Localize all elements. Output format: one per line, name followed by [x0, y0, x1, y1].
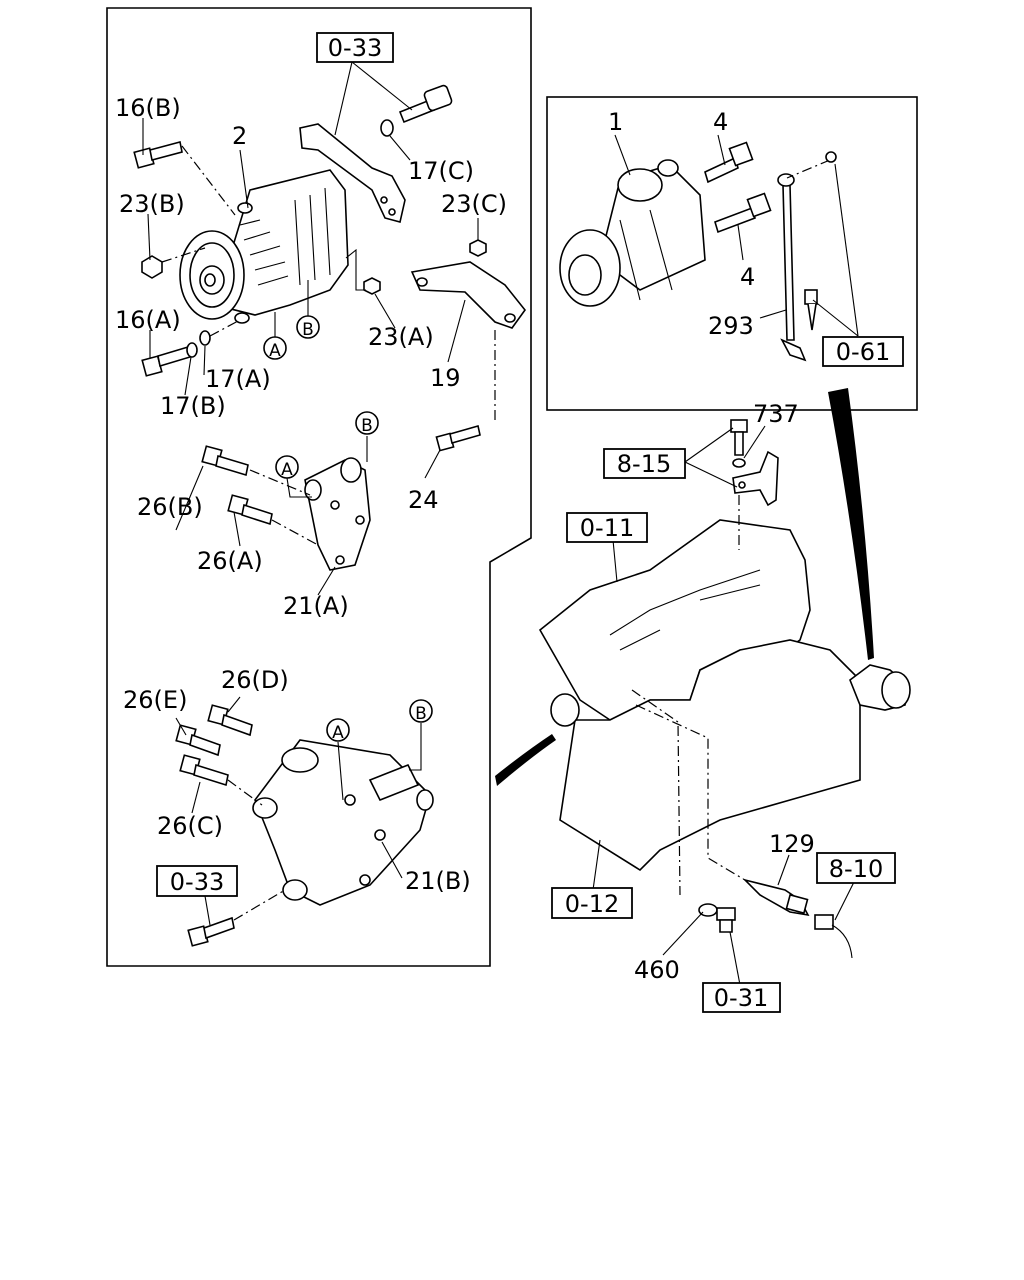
callout-19: 19 — [430, 364, 461, 392]
callout-26e: 26(E) — [123, 686, 187, 714]
callout-26c: 26(C) — [157, 812, 223, 840]
marker-a-1: A — [263, 336, 287, 361]
marker-a-2: A — [275, 455, 299, 480]
svg-text:B: B — [415, 704, 427, 724]
bolt-26d — [207, 704, 253, 737]
svg-text:8-15: 8-15 — [617, 450, 671, 478]
callout-17b: 17(B) — [160, 392, 226, 420]
bracket-21b — [252, 739, 434, 906]
bracket-21a — [304, 457, 371, 571]
svg-text:A: A — [269, 341, 281, 361]
washer-17c — [380, 119, 394, 137]
callout-1: 1 — [608, 108, 623, 136]
thick-curve-right — [828, 388, 874, 660]
left-panel-frame — [106, 7, 532, 967]
callout-17a: 17(A) — [205, 365, 271, 393]
bolt-26a — [227, 494, 273, 526]
marker-b-1: B — [296, 315, 320, 340]
bolt-top — [398, 84, 453, 124]
leader-lines — [142, 61, 859, 986]
svg-text:0-61: 0-61 — [836, 338, 890, 366]
svg-text:8-10: 8-10 — [829, 855, 883, 883]
ref-box-061[interactable]: 0-61 — [822, 336, 904, 367]
callout-4-top: 4 — [713, 108, 728, 136]
starter-bolt-top — [704, 141, 754, 184]
callout-26d: 26(D) — [221, 666, 289, 694]
adjusting-bracket — [299, 123, 406, 223]
ref-box-810[interactable]: 8-10 — [816, 852, 896, 884]
svg-text:0-31: 0-31 — [714, 984, 768, 1012]
nut-23a — [363, 277, 381, 295]
bolt-16b — [133, 141, 183, 169]
bolt-26c — [179, 754, 229, 787]
starter-bolt-bottom — [714, 192, 772, 234]
washer-17b — [186, 342, 198, 358]
callout-21a: 21(A) — [283, 592, 349, 620]
ref-box-011[interactable]: 0-11 — [566, 512, 648, 543]
callout-16b: 16(B) — [115, 94, 181, 122]
callout-460: 460 — [634, 956, 680, 984]
ground-cable-293 — [777, 173, 807, 362]
ref-box-033-bottom[interactable]: 0-33 — [156, 865, 238, 897]
callout-2: 2 — [232, 122, 247, 150]
callout-26b: 26(B) — [137, 493, 203, 521]
svg-text:B: B — [361, 416, 373, 436]
marker-b-3: B — [409, 699, 433, 724]
callout-23a: 23(A) — [368, 323, 434, 351]
callout-129: 129 — [769, 830, 815, 858]
callout-26a: 26(A) — [197, 547, 263, 575]
callout-labels: 16(B) 2 23(B) 16(A) 17(A) 17(B) 17(C) 23… — [115, 94, 815, 984]
svg-text:0-33: 0-33 — [170, 868, 224, 896]
engine-block — [538, 519, 911, 872]
marker-b-2: B — [355, 411, 379, 436]
strap-19 — [410, 261, 527, 329]
drain-plug — [716, 907, 736, 933]
bolt-26b — [201, 445, 249, 477]
bolt-bottom-033 — [187, 916, 235, 947]
ref-box-012[interactable]: 0-12 — [551, 887, 633, 919]
bolt-24 — [435, 424, 481, 452]
ref-box-815[interactable]: 8-15 — [603, 448, 686, 479]
callout-24: 24 — [408, 486, 439, 514]
callout-4-bottom: 4 — [740, 263, 755, 291]
alternator — [179, 169, 349, 324]
engine-hanger — [732, 450, 779, 507]
callout-16a: 16(A) — [115, 306, 181, 334]
svg-text:0-33: 0-33 — [328, 34, 382, 62]
washer-17a — [199, 330, 211, 346]
ref-box-031[interactable]: 0-31 — [702, 982, 781, 1013]
callout-293: 293 — [708, 312, 754, 340]
nut-23c — [469, 239, 487, 257]
svg-text:0-11: 0-11 — [580, 514, 634, 542]
svg-text:A: A — [281, 460, 293, 480]
starter-panel-frame — [546, 96, 918, 411]
starter-motor — [559, 159, 706, 307]
connector-810 — [814, 914, 853, 959]
washer-737 — [732, 458, 746, 468]
sensor-129 — [742, 878, 810, 917]
thick-curve-left — [495, 734, 556, 786]
bolt-16a — [141, 345, 191, 377]
callout-23b: 23(B) — [119, 190, 185, 218]
callout-17c: 17(C) — [408, 157, 474, 185]
svg-text:B: B — [302, 320, 314, 340]
cable-bolt — [804, 289, 818, 331]
marker-a-3: A — [326, 718, 350, 743]
callout-21b: 21(B) — [405, 867, 471, 895]
svg-text:0-12: 0-12 — [565, 890, 619, 918]
nut-23b — [141, 255, 163, 279]
svg-text:A: A — [332, 723, 344, 743]
callout-23c: 23(C) — [441, 190, 507, 218]
callout-737: 737 — [753, 400, 799, 428]
bolt-737 — [730, 419, 748, 456]
ref-box-033-top[interactable]: 0-33 — [316, 32, 394, 63]
